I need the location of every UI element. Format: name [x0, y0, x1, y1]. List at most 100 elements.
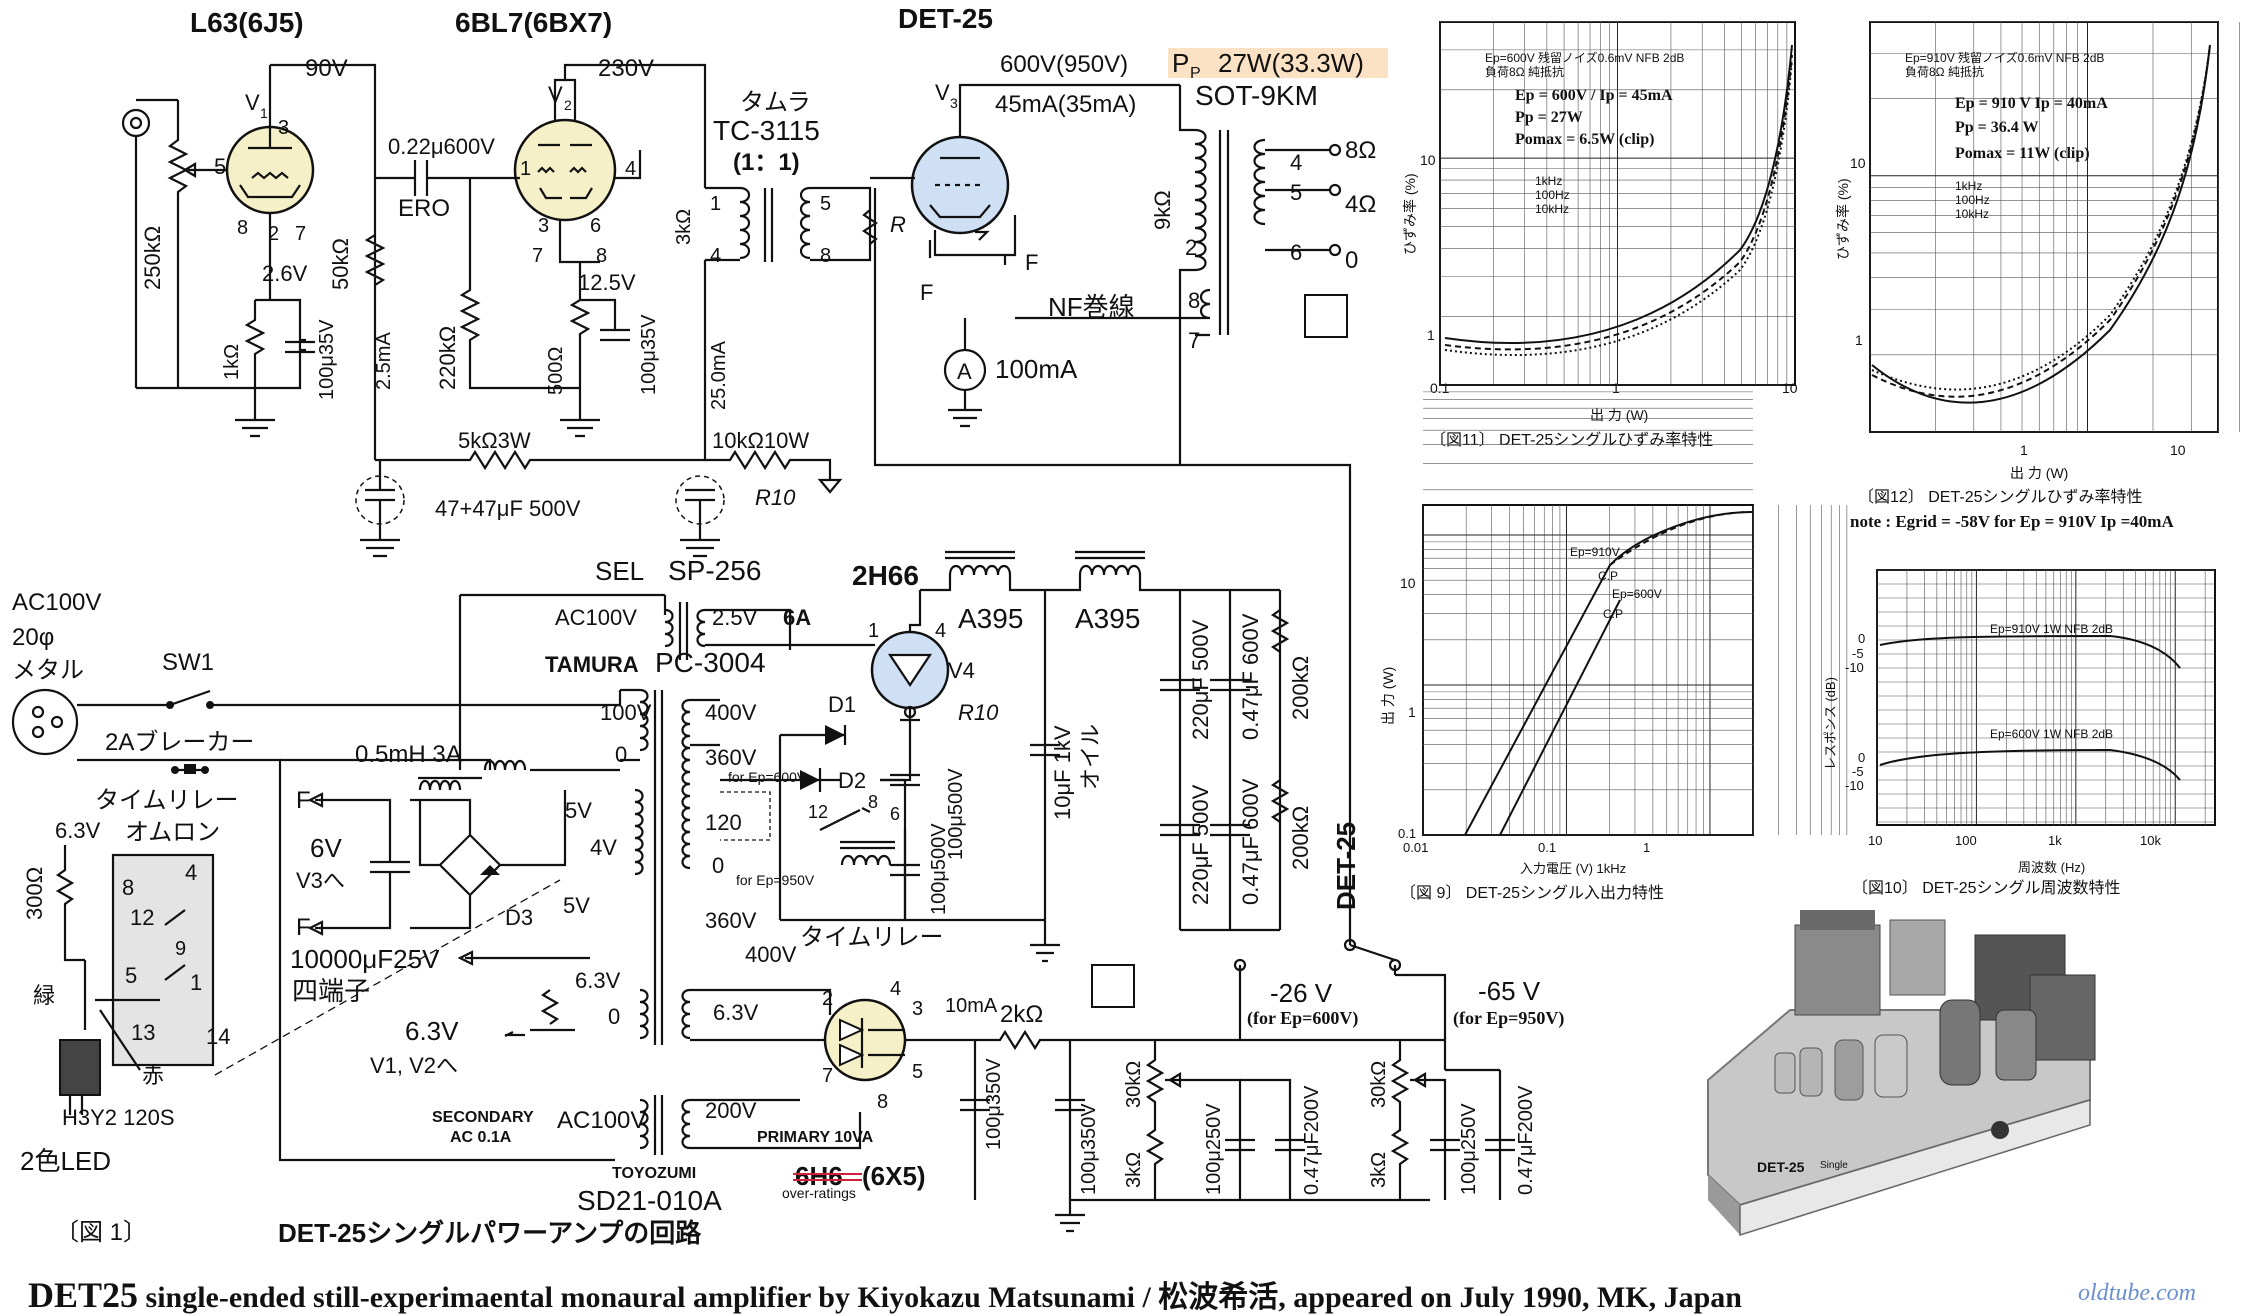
v2-plate-voltage: 230V [598, 55, 654, 82]
led-label: 2色LED [20, 1146, 111, 1176]
bias-cap2: 100μ350V [1078, 1103, 1100, 1195]
v2-pin-8: 8 [596, 245, 607, 267]
opt-pin-2: 2 [1185, 235, 1197, 260]
c-main2-bottom: 0.47μF 600V [1238, 778, 1263, 905]
fig12-chart [1869, 21, 2240, 433]
fig9-ylabel: 出 力 (W) [1380, 667, 1396, 725]
fig9-ytick-10: 10 [1400, 575, 1416, 591]
interstage-pin-5: 5 [820, 193, 831, 215]
fig10-caption: 〔図10〕 DET-25シングル周波数特性 [1852, 879, 2121, 897]
fig10-xtick-3: 1k [2048, 833, 2062, 848]
v2-pin-6: 6 [590, 215, 601, 237]
fig11-ylabel: ひずみ率 (%) [1402, 173, 1418, 255]
fig11-curve-100hz [1444, 54, 1793, 351]
det25-vertical: DET-25 [1331, 822, 1361, 910]
led-green: 緑 [33, 983, 55, 1008]
heater-current: 6A [783, 605, 811, 630]
bias-switch-box [1091, 964, 1135, 1008]
ps-pin-6: 6 [890, 804, 900, 824]
v4-pin-4: 4 [935, 620, 946, 642]
v1-current: 2.5mA [373, 332, 395, 390]
sw1-label: SW1 [162, 649, 214, 676]
led-resistor: 300Ω [22, 867, 47, 920]
interstage-r-label: 3kΩ [673, 209, 695, 245]
fig12-legend-1: 1kHz [1955, 179, 1982, 193]
pt-model: PC-3004 [655, 647, 766, 678]
input-jack [121, 108, 151, 138]
bias-tap-200: 200V [705, 1098, 757, 1123]
fig12-header: Ep=910V 残留ノイズ0.6mV NFB 2dB [1905, 50, 2104, 65]
pt-tap-5v-b: 5V [563, 893, 590, 918]
fig10-xtick-2: 100 [1955, 833, 1977, 848]
c-bypass: 10μF 1kV [1050, 725, 1075, 820]
fig12-note-2: Pp = 36.4 W [1955, 119, 2039, 136]
fig9-chart [1422, 391, 1848, 836]
r10-label: R10 [755, 485, 796, 510]
bias-pot2: 30kΩ [1368, 1061, 1390, 1108]
pt-tap-360v-b: 360V [705, 908, 757, 933]
fig9-caption: 〔図 9〕 DET-25シングル入出力特性 [1400, 884, 1664, 902]
coupling-cap-label: 0.22μ600V [388, 134, 495, 159]
bias-cap4-2: 0.47μF200V [1515, 1085, 1537, 1195]
interstage-pin-4: 4 [710, 245, 721, 267]
rg2-label: 220kΩ [435, 326, 460, 390]
fig10-xlabel: 周波数 (Hz) [2018, 860, 2085, 875]
bias-primary: PRIMARY 10VA [757, 1129, 874, 1146]
pt-tap-4v: 4V [590, 835, 617, 860]
output-transformer [1178, 85, 1342, 465]
v3-f1: F [920, 280, 933, 305]
v2-pin-3: 3 [538, 215, 549, 237]
fig11-xlabel: 出 力 (W) [1590, 407, 1648, 423]
r10-ps-label: R10 [958, 700, 999, 725]
bias-cap3-1: 100μ250V [1203, 1103, 1225, 1195]
coupling-type: ERO [398, 195, 450, 222]
bias-r: 2kΩ [1000, 1001, 1043, 1028]
fig9-label-910: Ep=910V [1570, 545, 1620, 559]
fig10-label-b: Ep=600V 1W NFB 2dB [1990, 727, 2113, 741]
fig10-xtick-1: 10 [1868, 833, 1882, 848]
ps-choke-model: SP-256 [668, 555, 761, 586]
relay-pin-13: 13 [131, 1020, 155, 1045]
fig9-label-cp2: C.P [1603, 607, 1623, 621]
heater-to-v3: V3へ [296, 868, 345, 893]
v1-cathode-voltage: 2.6V [262, 261, 308, 286]
fig12-note-1: Ep = 910 V Ip = 40mA [1955, 95, 2108, 112]
mains-type: メタル [12, 657, 84, 684]
fig12-ytick-10: 10 [1850, 155, 1866, 171]
heater-cap: 10000μF25V [290, 944, 440, 974]
rk2-label: 500Ω [545, 347, 567, 395]
bias-transformer [639, 985, 862, 1155]
opt-4ohm: 4Ω [1345, 191, 1376, 218]
c-series-top: 100μ500V [945, 768, 967, 860]
fig9-xtick-2: 0.1 [1538, 840, 1556, 855]
v1-pin-3: 3 [278, 117, 289, 139]
bias-tap-63: 6.3V [713, 1000, 759, 1025]
rect-new: (6X5) [862, 1161, 926, 1191]
pot-label: 250kΩ [140, 226, 165, 290]
pp-sub: P [1190, 65, 1201, 82]
photo-sub: Single [1820, 1160, 1848, 1171]
fig10-grid [1876, 569, 2215, 825]
fig10-ytick-b5: -5 [1852, 764, 1864, 779]
pt-tap-0a: 0 [615, 742, 627, 767]
bias-secondary: SECONDARY [432, 1109, 534, 1126]
fig11-ytick-10: 10 [1420, 152, 1436, 168]
fig11-caption: 〔図11〕 DET-25シングルひずみ率特性 [1430, 431, 1713, 449]
sel-label: SEL [595, 556, 644, 586]
input-pin: 5 [214, 154, 226, 179]
bias-pot1: 30kΩ [1123, 1061, 1145, 1108]
led-voltage: 6.3V [55, 818, 101, 843]
rect-old: 6H6 [795, 1161, 843, 1191]
choke-a395-1 [920, 550, 1070, 592]
fig10-ylabel: レスポンス (dB) [1823, 677, 1838, 770]
bias-xfmr-model: SD21-010A [577, 1185, 722, 1216]
v2-type-label: 6BL7(6BX7) [455, 7, 612, 38]
v2-pin-7: 7 [532, 245, 543, 267]
fig11-note-3: Pomax = 6.5W (clip) [1515, 131, 1654, 148]
pt-tap-120: 120 [705, 810, 742, 835]
nf-switch-box [1304, 294, 1348, 338]
choke2-label: A395 [1075, 603, 1140, 634]
bridge-d3 [480, 865, 500, 875]
volume-pot [136, 98, 230, 388]
